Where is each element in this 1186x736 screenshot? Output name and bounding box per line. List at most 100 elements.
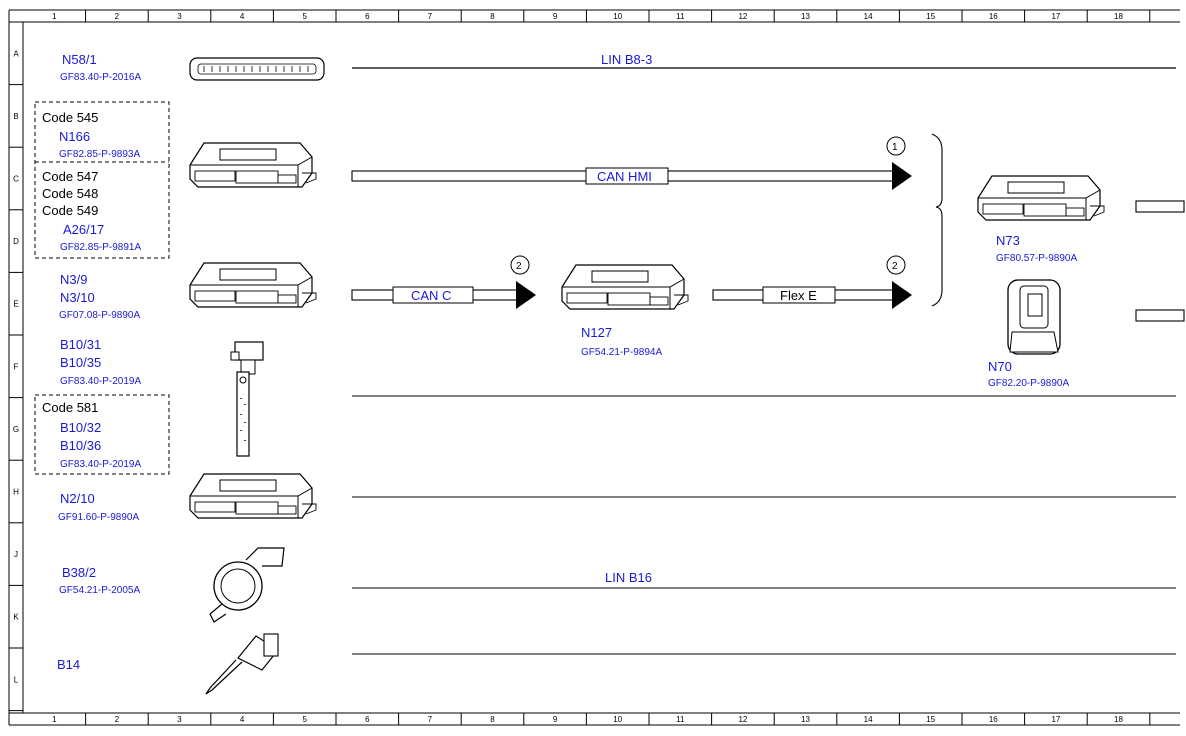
ruler-column-label: 17 (1051, 12, 1060, 21)
markers (510, 136, 906, 275)
ruler-column-label: 14 (864, 12, 873, 21)
ruler-column-label: 6 (365, 715, 370, 724)
n58-1-connector (189, 57, 325, 81)
option-box-545-549 (34, 101, 170, 259)
n73-code: GF80.57-P-9890A (996, 253, 1077, 264)
b14-label: B14 (57, 657, 80, 672)
ruler-column-label: 3 (177, 715, 182, 724)
n127-ecu (561, 264, 689, 310)
ruler-column-label: 12 (738, 715, 747, 724)
lin-b16-label: LIN B16 (605, 570, 652, 585)
b10-sensor (230, 341, 264, 457)
ruler-column-label: 4 (240, 715, 245, 724)
lin-b8-3-label: LIN B8-3 (601, 52, 652, 67)
n2-10-label: N2/10 (60, 491, 95, 506)
ruler-row-label: H (13, 488, 19, 497)
ruler-column-label: 1 (52, 12, 57, 21)
n166-code: GF82.85-P-9893A (59, 149, 140, 160)
ruler-row-label: D (13, 237, 19, 246)
ruler-column-label: 13 (801, 12, 810, 21)
ruler-row-label: K (13, 613, 19, 622)
marker-1: 1 (892, 142, 898, 153)
ruler-row-label: F (14, 362, 19, 371)
ruler-column-label: 1 (52, 715, 57, 724)
n3-9-label: N3/9 (60, 272, 87, 287)
n70-bus-stub (1135, 309, 1185, 322)
n2-10-code: GF91.60-P-9890A (58, 512, 139, 523)
ruler-column-label: 16 (989, 715, 998, 724)
flex-e-label: Flex E (780, 288, 817, 303)
ruler-column-label: 12 (738, 12, 747, 21)
ruler-row-label: B (13, 112, 18, 121)
ruler-column-label: 4 (240, 12, 245, 21)
row-ruler: A B C D E F G H J K L (9, 49, 23, 712)
b38-2-sensor (209, 547, 285, 623)
marker-2-flex-e: 2 (892, 261, 898, 272)
ruler-column-label: 15 (926, 715, 935, 724)
n73-bus-stub (1135, 200, 1185, 213)
n3-ecu (189, 262, 317, 308)
a26-17-label: A26/17 (63, 222, 104, 237)
ruler-column-label: 5 (302, 12, 307, 21)
ruler-column-label: 17 (1051, 715, 1060, 724)
a26-17-option-2: Code 548 (42, 186, 98, 201)
can-c-bus (351, 281, 536, 309)
b38-2-code: GF54.21-P-2005A (59, 585, 140, 596)
n166-label: N166 (59, 129, 90, 144)
n3-code: GF07.08-P-9890A (59, 310, 140, 321)
ruler-column-label: 10 (613, 12, 622, 21)
ruler-column-label: 18 (1114, 12, 1123, 21)
n2-10-ecu (189, 473, 317, 519)
ruler-column-label: 11 (676, 715, 685, 724)
n58-1-label: N58/1 (62, 52, 97, 67)
ruler-row-label: G (13, 425, 19, 434)
marker-2-can-c: 2 (516, 261, 522, 272)
n70-label: N70 (988, 359, 1012, 374)
ruler-column-label: 2 (115, 715, 120, 724)
ruler-column-label: 5 (302, 715, 307, 724)
n166-a26-17-ecu (189, 142, 317, 188)
ruler-column-label: 7 (428, 12, 433, 21)
n73-label: N73 (996, 233, 1020, 248)
flex-e-bus (712, 281, 912, 309)
ruler-column-label: 13 (801, 715, 810, 724)
ruler-column-label: 7 (428, 715, 433, 724)
ruler-column-label: 3 (177, 12, 182, 21)
b10-a-code: GF83.40-P-2019A (60, 376, 141, 387)
grouping-brace (931, 133, 943, 307)
b10-b-option: Code 581 (42, 400, 98, 415)
n70-code: GF82.20-P-9890A (988, 378, 1069, 389)
b10-b-code: GF83.40-P-2019A (60, 459, 141, 470)
ruler-column-label: 16 (989, 12, 998, 21)
ruler-row-label: E (13, 300, 18, 309)
a26-17-option-3: Code 549 (42, 203, 98, 218)
a26-17-code: GF82.85-P-9891A (60, 242, 141, 253)
ruler-column-label: 8 (490, 715, 495, 724)
can-hmi-bus (351, 162, 912, 190)
ruler-row-label: A (13, 49, 19, 58)
ruler-column-label: 14 (864, 715, 873, 724)
ruler-column-label: 6 (365, 12, 370, 21)
n70-control-unit (1007, 279, 1061, 355)
ruler-row-label: J (14, 550, 18, 559)
ruler-row-label: C (13, 175, 19, 184)
ruler-column-label: 11 (676, 12, 685, 21)
ruler-column-label: 8 (490, 12, 495, 21)
n127-code: GF54.21-P-9894A (581, 347, 662, 358)
n127-label: N127 (581, 325, 612, 340)
b38-2-label: B38/2 (62, 565, 96, 580)
can-hmi-label: CAN HMI (597, 169, 652, 184)
ruler-row-label: L (14, 675, 19, 684)
b14-sensor (205, 633, 279, 695)
can-c-label: CAN C (411, 288, 451, 303)
b10-32-label: B10/32 (60, 420, 101, 435)
n3-10-label: N3/10 (60, 290, 95, 305)
b10-31-label: B10/31 (60, 337, 101, 352)
a26-17-option-1: Code 547 (42, 169, 98, 184)
b10-35-label: B10/35 (60, 355, 101, 370)
ruler-column-label: 10 (613, 715, 622, 724)
ruler-column-label: 9 (553, 12, 558, 21)
